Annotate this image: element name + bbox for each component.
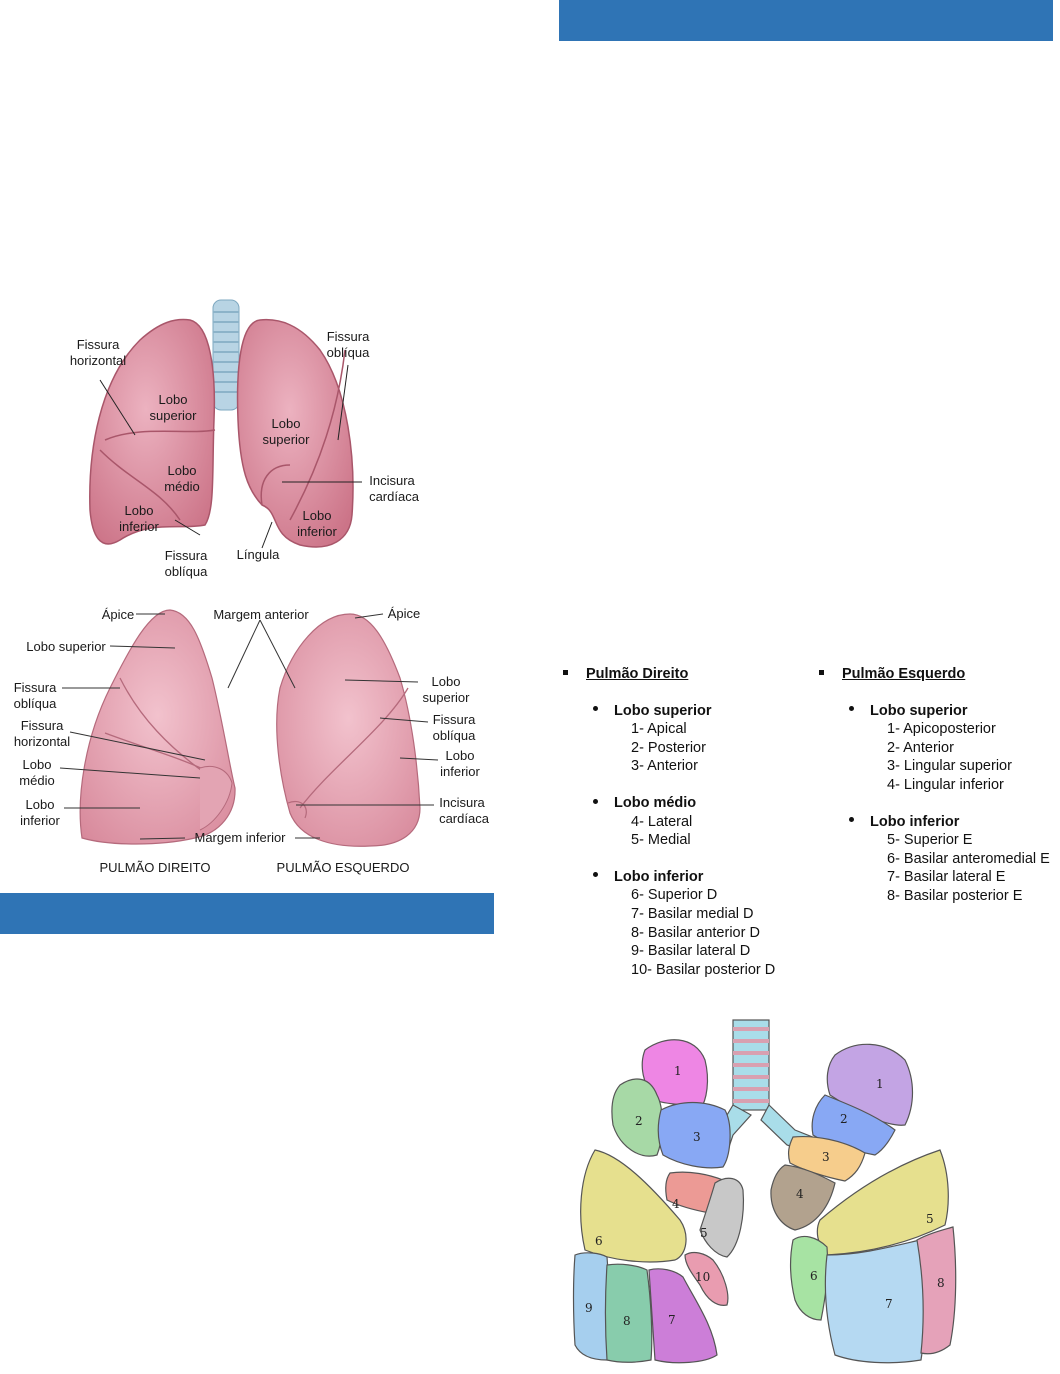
right-segment-6 xyxy=(580,1149,687,1263)
left-segment-label-3: 3 xyxy=(822,1150,830,1164)
left-segment-label-6: 6 xyxy=(810,1269,818,1283)
label-lobo-superior-medial-right: Lobo superior xyxy=(26,639,106,654)
left-segment-4 xyxy=(770,1164,836,1231)
right-segment-label-7: 7 xyxy=(668,1313,676,1327)
left-lung-shape xyxy=(236,318,354,548)
left-segment-label-8: 8 xyxy=(937,1276,945,1290)
list-right-title: Pulmão Direito xyxy=(563,665,775,684)
right-segment-7 xyxy=(648,1268,718,1364)
right-segment-label-10: 10 xyxy=(695,1270,710,1284)
left-segment-3 xyxy=(787,1135,866,1182)
left-segment-label-2: 2 xyxy=(840,1112,848,1126)
left-segment-label-5: 5 xyxy=(926,1212,934,1226)
left-segment-6 xyxy=(789,1235,829,1321)
left-segment-label-1: 1 xyxy=(876,1077,884,1091)
label-lingula: Língula xyxy=(237,547,280,562)
label-apice-right: Ápice xyxy=(102,607,135,622)
right-segment-label-6: 6 xyxy=(595,1234,603,1248)
header-bar-left xyxy=(0,893,494,934)
left-segment-label-4: 4 xyxy=(796,1187,804,1201)
right-segment-3 xyxy=(657,1101,731,1169)
lobe-right-superior: Lobo superior 1- Apical 2- Posterior 3- … xyxy=(563,702,775,980)
right-segment-10 xyxy=(684,1251,729,1306)
right-segment-label-4: 4 xyxy=(672,1197,680,1211)
left-lung-medial-shape xyxy=(276,613,421,847)
left-segment-8 xyxy=(916,1226,957,1355)
label-apice-left: Ápice xyxy=(388,606,421,621)
label-margem-anterior: Margem anterior xyxy=(213,607,309,622)
header-bar-right xyxy=(559,0,1053,41)
lungs-medial-figure: Ápice Margem anterior Ápice Lobo superio… xyxy=(14,606,490,875)
label-margem-inferior: Margem inferior xyxy=(194,830,286,845)
caption-pulmao-esquerdo: PULMÃO ESQUERDO xyxy=(277,860,410,875)
right-segment-2 xyxy=(611,1078,663,1157)
right-segment-label-8: 8 xyxy=(623,1314,631,1328)
right-segment-label-9: 9 xyxy=(585,1301,593,1315)
right-segment-label-1: 1 xyxy=(674,1064,682,1078)
list-right-lung: Pulmão Direito Lobo superior 1- Apical 2… xyxy=(563,665,775,979)
left-segment-7 xyxy=(824,1239,926,1364)
trachea-icon xyxy=(212,299,240,411)
segments-diagram: 1 2 3 4 5 6 7 8 9 10 1 2 3 4 5 6 7 8 xyxy=(572,1019,957,1364)
list-left-lung: Pulmão Esquerdo Lobo superior 1- Apicopo… xyxy=(819,665,1050,906)
right-segment-label-5: 5 xyxy=(700,1226,708,1240)
right-segment-5 xyxy=(699,1177,745,1258)
left-segment-label-7: 7 xyxy=(885,1297,893,1311)
list-left-title: Pulmão Esquerdo xyxy=(819,665,1050,684)
right-segment-label-2: 2 xyxy=(635,1114,643,1128)
right-segment-label-3: 3 xyxy=(693,1130,701,1144)
right-segment-8 xyxy=(604,1263,653,1363)
caption-pulmao-direito: PULMÃO DIREITO xyxy=(99,860,210,875)
